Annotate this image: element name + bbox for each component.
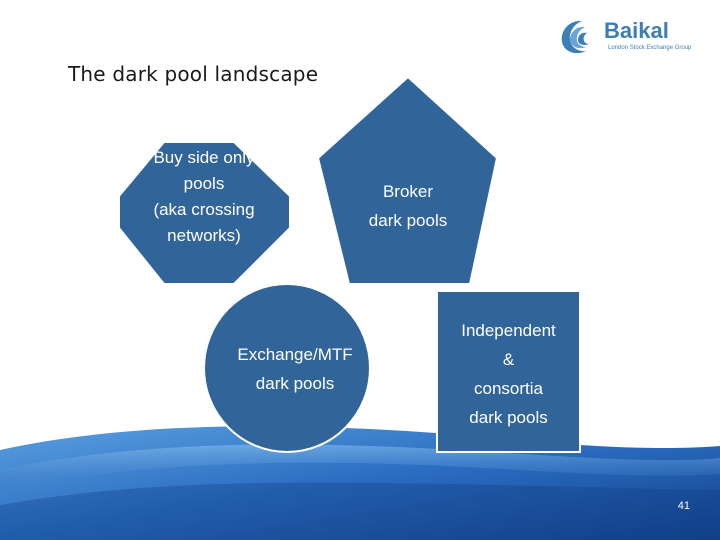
baikal-swirl-icon xyxy=(561,20,589,54)
circle-line-1: Exchange/MTF xyxy=(237,345,353,364)
circle-shape xyxy=(203,283,371,453)
square-label: Independent & consortia dark pools xyxy=(437,316,580,432)
page-number: 41 xyxy=(677,500,690,512)
slide-title: The dark pool landscape xyxy=(68,62,319,86)
pentagon-shape xyxy=(316,75,499,285)
octagon-line-2: pools xyxy=(183,174,225,193)
square-shape xyxy=(436,290,581,453)
circle-label: Exchange/MTF dark pools xyxy=(210,340,380,398)
baikal-logo: Baikal London Stock Exchange Group xyxy=(556,14,706,60)
pentagon-line-1: Broker xyxy=(382,182,434,201)
octagon-line-3: (aka crossing xyxy=(153,200,255,219)
logo-subtitle: London Stock Exchange Group xyxy=(608,45,692,51)
octagon-label: Buy side only pools (aka crossing networ… xyxy=(124,145,284,249)
circle-line-2: dark pools xyxy=(255,374,335,393)
pentagon-line-2: dark pools xyxy=(368,211,448,230)
octagon-line-4: networks) xyxy=(167,226,241,245)
logo-wordmark: Baikal xyxy=(604,18,669,43)
octagon-line-1: Buy side only xyxy=(153,148,255,167)
octagon-shape xyxy=(118,141,291,285)
square-line-1: Independent xyxy=(461,321,556,340)
pentagon-label: Broker dark pools xyxy=(338,177,478,235)
square-line-2: & xyxy=(502,350,515,369)
square-line-3: consortia xyxy=(474,379,543,398)
square-line-4: dark pools xyxy=(469,408,548,427)
